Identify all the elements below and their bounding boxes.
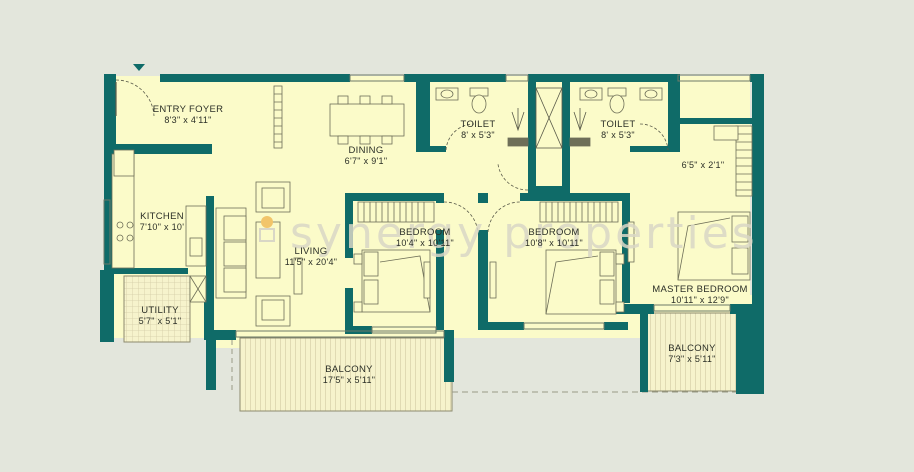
room-label-balcony-main: BALCONY 17'5" x 5'11" — [322, 364, 376, 385]
room-label-master-bedroom: MASTER BEDROOM 10'11" x 12'9" — [652, 284, 748, 305]
room-label-living: LIVING 11'5" x 20'4" — [284, 246, 338, 267]
service-shaft — [535, 87, 563, 149]
shower-arrows — [511, 108, 587, 132]
room-label-bedroom-1: BEDROOM 10'4" x 10'11" — [396, 227, 454, 248]
living-furniture — [215, 181, 303, 327]
room-label-utility: UTILITY 5'7" x 5'1" — [138, 305, 182, 326]
dining-table — [329, 95, 405, 145]
watermark-logo-icon — [259, 216, 275, 242]
foyer-shelf — [273, 85, 283, 149]
bedroom-1-furniture — [353, 201, 497, 313]
master-bedroom-furniture — [677, 125, 753, 281]
room-label-toilet-2: TOILET 8' x 5'3" — [600, 119, 636, 140]
room-label-bedroom-2: BEDROOM 10'8" x 10'11" — [525, 227, 583, 248]
room-label-entry-foyer: ENTRY FOYER 8'3" x 4'11" — [152, 104, 224, 125]
windows — [103, 74, 751, 338]
kitchen-counter — [111, 149, 207, 303]
walls — [100, 74, 764, 394]
entry-arrow-icon — [133, 64, 145, 71]
room-label-toilet-1: TOILET 8' x 5'3" — [460, 119, 496, 140]
toilet-fixtures — [435, 87, 663, 147]
watermark: synergy properties — [290, 208, 758, 259]
room-label-dining: DINING 6'7" x 9'1" — [344, 145, 388, 166]
room-label-dress: 6'5" x 2'1" — [681, 160, 725, 170]
utility-floor — [123, 275, 191, 343]
room-label-kitchen: KITCHEN 7'10" x 10' — [139, 211, 185, 232]
bedroom-2-furniture — [539, 201, 635, 315]
balcony-main — [239, 337, 453, 412]
room-label-balcony-master: BALCONY 7'3" x 5'11" — [668, 343, 716, 364]
